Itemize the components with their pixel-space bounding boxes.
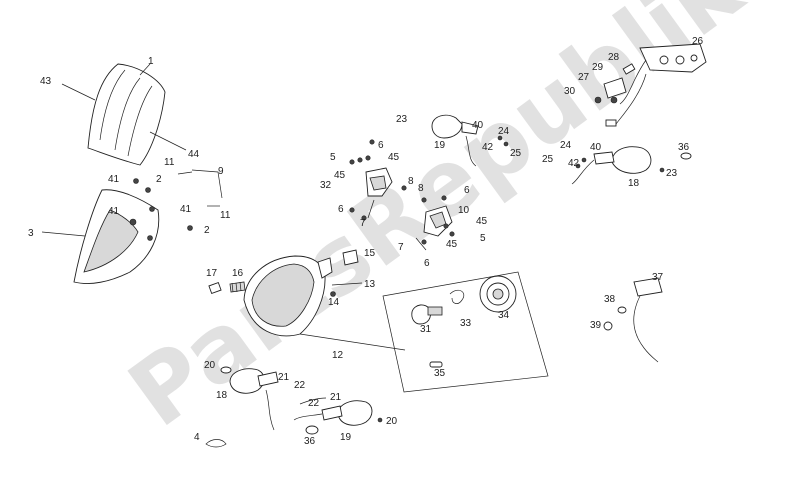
callout-22a: 22 [294, 380, 306, 391]
callout-23a: 23 [396, 114, 408, 125]
callout-39: 39 [590, 320, 602, 331]
callout-35: 35 [434, 368, 446, 379]
callout-37: 37 [652, 272, 664, 283]
callout-19b: 19 [340, 432, 352, 443]
callout-16: 16 [232, 268, 244, 279]
callout-45d: 45 [446, 239, 458, 250]
callout-6c: 6 [464, 185, 470, 196]
callout-20a: 20 [204, 360, 216, 371]
rear-indicator-left [293, 397, 383, 435]
callout-17: 17 [206, 268, 218, 279]
detail-inset [382, 271, 549, 393]
callout-11a: 11 [164, 157, 175, 168]
windscreen [61, 63, 187, 166]
callout-13: 13 [364, 279, 376, 290]
callout-7a: 7 [360, 218, 366, 229]
tail-light-assembly [594, 43, 707, 127]
callout-43: 43 [40, 76, 52, 87]
callout-9: 9 [218, 166, 224, 177]
callout-6b: 6 [338, 204, 344, 215]
callout-44: 44 [188, 149, 200, 160]
license-plate-light [603, 277, 663, 363]
callout-38: 38 [604, 294, 616, 305]
callout-42b: 42 [568, 158, 580, 169]
callout-45b: 45 [334, 170, 346, 181]
callout-14: 14 [328, 297, 340, 308]
callout-8b: 8 [418, 183, 424, 194]
callout-2b: 2 [204, 225, 210, 236]
callout-4: 4 [194, 432, 200, 443]
headlight-cover [41, 189, 160, 284]
callout-10: 10 [458, 205, 470, 216]
callout-36a: 36 [678, 142, 690, 153]
callout-20b: 20 [386, 416, 398, 427]
callout-5b: 5 [480, 233, 486, 244]
callout-21b: 21 [330, 392, 342, 403]
bolts-upper-left [133, 169, 223, 231]
callout-32: 32 [320, 180, 332, 191]
callout-6d: 6 [424, 258, 430, 269]
callout-labels: 1 43 44 11 2 9 41 41 41 11 2 3 17 16 15 … [28, 36, 704, 447]
callout-18a: 18 [628, 178, 640, 189]
callout-8a: 8 [408, 176, 414, 187]
callout-24a: 24 [498, 126, 510, 137]
callout-25a: 25 [510, 148, 522, 159]
callout-21a: 21 [278, 372, 290, 383]
headlight-hardware [208, 249, 363, 297]
callout-1: 1 [148, 56, 154, 67]
callout-27: 27 [578, 72, 590, 83]
callout-41a: 41 [108, 174, 120, 185]
callout-23b: 23 [666, 168, 678, 179]
front-indicator-right-upper [431, 114, 509, 167]
callout-34: 34 [498, 310, 510, 321]
callout-45a: 45 [388, 152, 400, 163]
cable-tie [205, 439, 227, 448]
callout-41c: 41 [180, 204, 192, 215]
callout-30: 30 [564, 86, 576, 97]
callout-22b: 22 [308, 398, 320, 409]
callout-15: 15 [364, 248, 376, 259]
center-brackets [349, 139, 455, 251]
callout-3: 3 [28, 228, 34, 239]
callout-41b: 41 [108, 206, 120, 217]
callout-6a: 6 [378, 140, 384, 151]
callout-33: 33 [460, 318, 472, 329]
callout-18b: 18 [216, 390, 228, 401]
front-indicator-left [220, 366, 279, 431]
rear-indicator-right [571, 146, 692, 185]
callout-5a: 5 [330, 152, 336, 163]
callout-40a: 40 [472, 120, 484, 131]
callout-7b: 7 [398, 242, 404, 253]
callout-42a: 42 [482, 142, 494, 153]
callout-28: 28 [608, 52, 620, 63]
callout-24b: 24 [560, 140, 572, 151]
callout-25b: 25 [542, 154, 554, 165]
callout-26: 26 [692, 36, 704, 47]
callout-45c: 45 [476, 216, 488, 227]
callout-31: 31 [420, 324, 432, 335]
callout-12: 12 [332, 350, 344, 361]
callout-36b: 36 [304, 436, 316, 447]
callout-40b: 40 [590, 142, 602, 153]
callout-29: 29 [592, 62, 604, 73]
headlight [243, 255, 406, 351]
callout-2a: 2 [156, 174, 162, 185]
callout-19a: 19 [434, 140, 446, 151]
callout-11b: 11 [220, 210, 231, 221]
